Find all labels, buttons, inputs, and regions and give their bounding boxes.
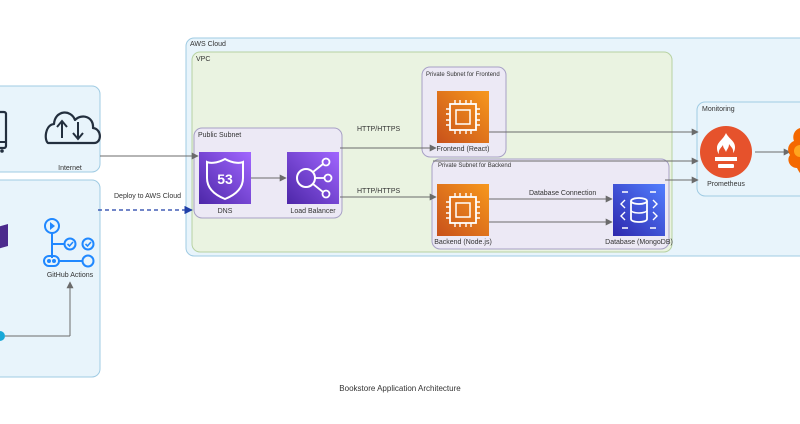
- svg-text:53: 53: [217, 171, 233, 187]
- edge-lb-backend-label: HTTP/HTTPS: [357, 188, 400, 195]
- github-actions-icon: [43, 218, 95, 268]
- backend-label: Backend (Node.js): [434, 239, 492, 246]
- trigger-icon-partial: [0, 331, 5, 341]
- private-subnet-backend-group: [431, 158, 670, 250]
- client-device-icon: [0, 110, 8, 153]
- edge-backend-db-label: Database Connection: [529, 190, 596, 197]
- github-actions-label: GitHub Actions: [47, 272, 94, 279]
- aws-cloud-label: AWS Cloud: [190, 41, 226, 48]
- load-balancer-icon: [287, 152, 339, 204]
- cicd-cluster: [0, 179, 101, 378]
- database-label: Database (MongoDB): [605, 239, 673, 246]
- route53-icon: 53: [199, 152, 251, 204]
- vpc-label: VPC: [196, 56, 210, 63]
- public-subnet-label: Public Subnet: [198, 132, 241, 139]
- internet-cluster: [0, 85, 101, 173]
- frontend-label: Frontend (React): [437, 146, 490, 153]
- internet-cloud-icon: [44, 111, 101, 145]
- frontend-ec2-icon: [437, 91, 489, 143]
- repo-icon-partial: [0, 224, 8, 249]
- grafana-icon-partial: [788, 128, 800, 173]
- prometheus-icon: [700, 126, 752, 178]
- monitoring-label: Monitoring: [702, 106, 735, 113]
- backend-ec2-icon: [437, 184, 489, 236]
- internet-label: Internet: [58, 165, 82, 172]
- edge-deploy-label: Deploy to AWS Cloud: [114, 193, 181, 200]
- diagram-caption: Bookstore Application Architecture: [339, 384, 461, 393]
- private-subnet-frontend-label: Private Subnet for Frontend: [426, 72, 500, 78]
- edge-lb-frontend-label: HTTP/HTTPS: [357, 126, 400, 133]
- load-balancer-label: Load Balancer: [290, 208, 336, 215]
- private-subnet-backend-label: Private Subnet for Backend: [438, 163, 511, 169]
- dns-label: DNS: [218, 208, 233, 215]
- database-icon: [613, 184, 665, 236]
- prometheus-label: Prometheus: [707, 181, 745, 188]
